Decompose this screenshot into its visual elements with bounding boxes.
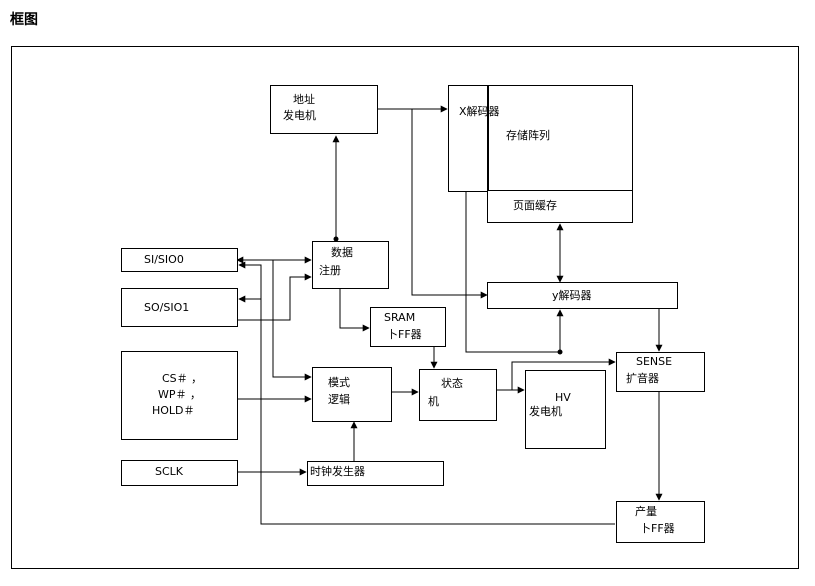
wire-si-modelogic — [249, 259, 312, 381]
output-flipflop-block: 产量 卜FF器 — [616, 501, 705, 543]
state-machine-line1: 状态 — [441, 377, 463, 390]
diagram-frame — [11, 46, 799, 569]
state-machine-line2: 机 — [428, 395, 439, 408]
page-buffer-block: 页面缓存 — [487, 191, 633, 223]
wire-state-hv — [496, 358, 616, 391]
hv-generator-line2: 发电机 — [529, 405, 562, 418]
sclk-pin-block: SCLK — [121, 460, 238, 486]
wire-datareg-sram — [339, 289, 370, 332]
data-register-line1: 数据 — [331, 246, 353, 259]
wire-xdec-bus — [465, 192, 560, 353]
state-machine-block: 状态 机 — [419, 369, 497, 421]
output-flipflop-line1: 产量 — [635, 505, 657, 518]
address-generator-block: 地址 发电机 — [270, 85, 378, 134]
clock-generator-block: 时钟发生器 — [307, 461, 444, 486]
junction-dot — [333, 236, 339, 242]
wire-so-datareg — [237, 273, 312, 321]
mode-logic-block: 模式 逻辑 — [312, 367, 392, 422]
address-generator-line1: 地址 — [293, 93, 315, 106]
clock-generator-label: 时钟发生器 — [310, 465, 365, 478]
si-sio0-pin-block: SI/SIO0 — [121, 248, 238, 272]
sram-flipflop-line1: SRAM — [384, 311, 416, 324]
wire-outff-feedback — [238, 261, 615, 525]
page-title: 框图 — [10, 12, 38, 28]
wire-xdec-ydec — [411, 109, 488, 299]
x-decoder-label: X解码器 — [459, 105, 500, 118]
hv-generator-line1: HV — [555, 391, 571, 404]
mode-logic-line2: 逻辑 — [328, 393, 350, 406]
hold-pin-label: HOLD＃ — [152, 404, 195, 417]
output-flipflop-line2: 卜FF器 — [640, 522, 675, 535]
y-decoder-label: y解码器 — [552, 289, 592, 302]
address-generator-line2: 发电机 — [283, 109, 316, 122]
x-decoder-block — [448, 85, 488, 192]
data-register-line2: 注册 — [319, 264, 341, 277]
y-decoder-block: y解码器 — [487, 282, 678, 309]
data-register-block: 数据 注册 — [312, 241, 389, 289]
wp-pin-label: WP＃ ， — [158, 388, 202, 401]
so-sio1-pin-block: SO/SIO1 — [121, 288, 238, 327]
sense-amplifier-line2: 扩音器 — [626, 372, 659, 385]
sclk-label: SCLK — [155, 465, 184, 478]
sense-amplifier-block: SENSE 扩音器 — [616, 352, 705, 392]
memory-array-label: 存储阵列 — [506, 129, 550, 142]
sram-flipflop-line2: 卜FF器 — [387, 328, 422, 341]
sram-flipflop-block: SRAM 卜FF器 — [370, 307, 446, 347]
so-sio1-label: SO/SIO1 — [144, 301, 190, 314]
cs-pin-label: CS＃ ， — [162, 372, 203, 385]
hv-generator-block: HV 发电机 — [525, 370, 606, 449]
memory-array-block: 存储阵列 — [487, 85, 633, 192]
cs-wp-hold-pin-block: CS＃ ， WP＃ ， HOLD＃ — [121, 351, 238, 440]
page-buffer-label: 页面缓存 — [513, 199, 557, 212]
si-sio0-label: SI/SIO0 — [144, 253, 184, 266]
mode-logic-line1: 模式 — [328, 376, 350, 389]
sense-amplifier-line1: SENSE — [636, 355, 673, 368]
